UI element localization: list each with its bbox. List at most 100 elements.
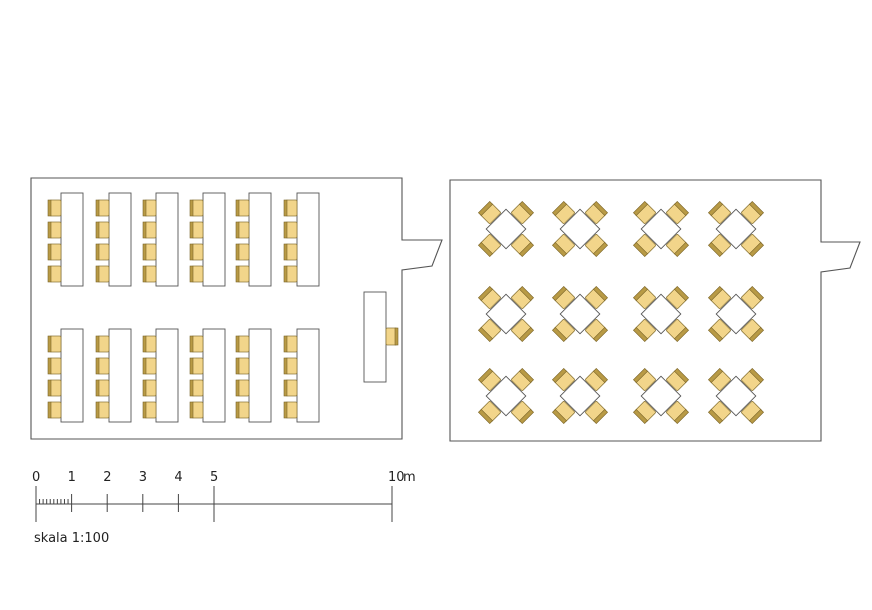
chair: [551, 319, 575, 343]
chair: [189, 221, 204, 239]
teacher-chair: [385, 327, 399, 346]
group-table: [640, 208, 682, 250]
group-table: [559, 208, 601, 250]
classroom-table: [296, 192, 320, 287]
chair: [189, 265, 204, 283]
group-table-set: [632, 367, 690, 425]
chair: [189, 335, 204, 353]
room-groups-wall: [449, 179, 861, 442]
chair: [707, 234, 731, 258]
room-groups: [449, 179, 861, 442]
chair: [95, 221, 110, 239]
group-table: [640, 293, 682, 335]
chair: [585, 285, 609, 309]
group-table-set: [632, 200, 690, 258]
classroom-table-set: [47, 328, 84, 423]
scale-caption: skala 1:100: [34, 531, 109, 546]
chair: [235, 265, 250, 283]
chair: [741, 285, 765, 309]
classroom-table: [248, 192, 272, 287]
group-table-set: [477, 200, 535, 258]
chair: [511, 200, 535, 224]
chair: [47, 379, 62, 397]
chair: [551, 285, 575, 309]
chair: [47, 335, 62, 353]
classroom-table-set: [283, 328, 320, 423]
chair: [632, 285, 656, 309]
chair: [235, 221, 250, 239]
chair: [189, 243, 204, 261]
chair: [477, 234, 501, 258]
chair: [235, 379, 250, 397]
classroom-table: [108, 192, 132, 287]
chair: [47, 243, 62, 261]
chair: [511, 285, 535, 309]
scale-tick-label: 2: [103, 470, 111, 485]
chair: [47, 265, 62, 283]
chair: [707, 319, 731, 343]
chair: [283, 379, 298, 397]
chair: [707, 367, 731, 391]
chair: [666, 319, 690, 343]
chair: [142, 243, 157, 261]
chair: [477, 285, 501, 309]
chair: [235, 357, 250, 375]
classroom-table: [296, 328, 320, 423]
chair: [511, 367, 535, 391]
chair: [632, 401, 656, 425]
chair: [666, 285, 690, 309]
chair: [632, 234, 656, 258]
chair: [585, 200, 609, 224]
chair: [741, 367, 765, 391]
classroom-table-set: [189, 328, 226, 423]
classroom-table-set: [142, 328, 179, 423]
chair: [95, 357, 110, 375]
chair: [666, 401, 690, 425]
chair: [551, 401, 575, 425]
chair: [142, 265, 157, 283]
chair: [741, 200, 765, 224]
chair: [47, 199, 62, 217]
chair: [95, 379, 110, 397]
group-table-set: [707, 200, 765, 258]
chair: [142, 335, 157, 353]
chair: [477, 401, 501, 425]
chair: [511, 234, 535, 258]
chair: [283, 357, 298, 375]
classroom-table-set: [95, 328, 132, 423]
chair: [632, 367, 656, 391]
classroom-table-set: [235, 328, 272, 423]
room-classroom-wall: [30, 177, 443, 440]
chair: [741, 234, 765, 258]
teacher-desk-table: [363, 291, 387, 383]
chair: [585, 319, 609, 343]
chair: [585, 367, 609, 391]
chair: [47, 401, 62, 419]
group-table-set: [477, 367, 535, 425]
chair: [477, 200, 501, 224]
teacher-desk: [363, 291, 399, 383]
chair: [95, 265, 110, 283]
group-table-set: [477, 285, 535, 343]
group-table: [715, 293, 757, 335]
chair: [95, 401, 110, 419]
scale-tick-label: 4: [174, 470, 182, 485]
chair: [189, 357, 204, 375]
chair: [47, 221, 62, 239]
group-table: [715, 208, 757, 250]
classroom-table-set: [189, 192, 226, 287]
chair: [283, 221, 298, 239]
classroom-table-set: [235, 192, 272, 287]
classroom-table: [60, 192, 84, 287]
classroom-table-set: [95, 192, 132, 287]
classroom-table-set: [283, 192, 320, 287]
chair: [551, 367, 575, 391]
group-table: [559, 293, 601, 335]
chair: [142, 401, 157, 419]
chair: [585, 234, 609, 258]
chair: [95, 335, 110, 353]
classroom-table: [202, 192, 226, 287]
chair: [632, 200, 656, 224]
chair: [235, 335, 250, 353]
